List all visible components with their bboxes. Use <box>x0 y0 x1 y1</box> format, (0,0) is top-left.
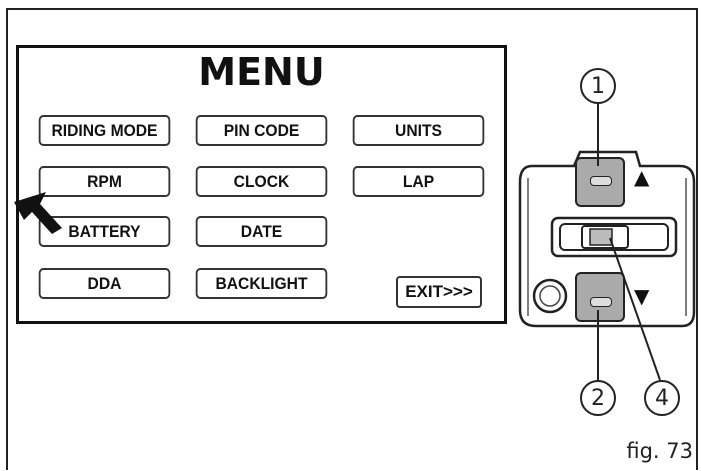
down-button[interactable] <box>575 272 625 322</box>
figure-frame <box>6 8 698 470</box>
callout-2: 2 <box>580 380 616 416</box>
menu-item-backlight[interactable]: BACKLIGHT <box>195 268 328 299</box>
menu-item-riding-mode[interactable]: RIDING MODE <box>38 115 171 146</box>
menu-item-dda[interactable]: DDA <box>38 268 171 299</box>
dashboard-menu-screen: MENU RIDING MODE PIN CODE UNITS RPM CLOC… <box>16 45 507 324</box>
down-arrow-icon: ▼ <box>634 284 650 308</box>
menu-item-units[interactable]: UNITS <box>352 115 485 146</box>
menu-item-clock[interactable]: CLOCK <box>195 166 328 197</box>
menu-title: MENU <box>198 50 325 94</box>
menu-item-pin-code[interactable]: PIN CODE <box>195 115 328 146</box>
menu-item-date[interactable]: DATE <box>195 216 328 247</box>
callout-4: 4 <box>644 380 680 416</box>
up-arrow-icon: ▲ <box>634 165 650 189</box>
figure-label: fig. 73 <box>626 439 693 463</box>
menu-item-battery[interactable]: BATTERY <box>38 216 171 247</box>
handlebar-switch-drawing <box>518 150 696 328</box>
callout-1: 1 <box>580 68 616 104</box>
menu-item-lap[interactable]: LAP <box>352 166 485 197</box>
up-button[interactable] <box>575 157 625 207</box>
selection-cursor-icon <box>14 192 62 234</box>
exit-button[interactable]: EXIT>>> <box>396 276 482 308</box>
menu-item-rpm[interactable]: RPM <box>38 166 171 197</box>
